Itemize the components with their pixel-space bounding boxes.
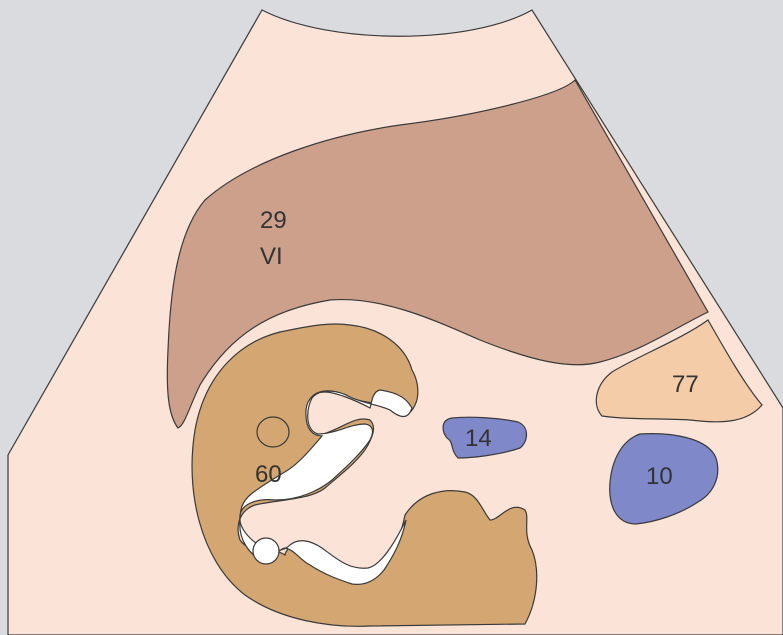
right-region-label: 77 <box>672 371 699 398</box>
kidney-white-circle <box>253 538 279 564</box>
liver-segment-label: VI <box>260 243 283 270</box>
vessel-small-label: 14 <box>465 425 492 452</box>
vessel-large-label: 10 <box>646 463 673 490</box>
kidney-small-oval <box>257 417 289 447</box>
liver-number-label: 29 <box>260 207 287 234</box>
kidney-label: 60 <box>255 461 282 488</box>
